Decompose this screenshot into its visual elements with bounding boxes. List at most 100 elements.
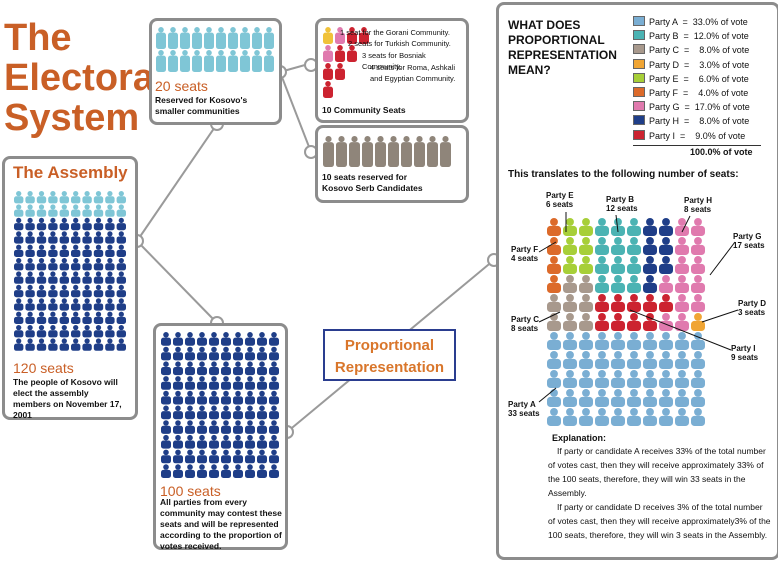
person-figure — [627, 294, 641, 312]
person-figure — [93, 311, 104, 324]
person-figure — [347, 27, 357, 44]
person-figure — [595, 351, 609, 369]
person-figure — [82, 258, 92, 271]
person-figure — [82, 217, 92, 231]
community-line-bosniak: 3 seats for Bosniak Community. — [362, 51, 426, 71]
person-figure — [173, 390, 183, 405]
person-figure — [161, 346, 171, 361]
person-figure — [414, 136, 425, 167]
person-figure — [245, 449, 255, 464]
person-figure — [269, 464, 279, 478]
person-figure — [25, 244, 35, 257]
serb-caption-1: 10 seats reserved for — [322, 172, 408, 182]
person-figure — [269, 390, 279, 405]
person-figure — [185, 405, 195, 420]
person-figure — [209, 346, 219, 361]
person-figure — [659, 370, 673, 388]
legend-swatch — [633, 101, 645, 112]
person-figure — [611, 389, 625, 407]
person-figure — [221, 376, 231, 390]
person-figure — [269, 332, 279, 346]
seat-allocation-chart — [547, 218, 705, 426]
legend-text: Party D = 3.0% of vote — [649, 59, 750, 70]
community-caption: 10 Community Seats — [322, 105, 406, 115]
person-figure — [71, 284, 81, 298]
person-figure — [14, 338, 24, 351]
person-figure — [264, 50, 274, 72]
person-figure — [245, 420, 255, 434]
person-figure — [323, 63, 333, 80]
person-figure — [233, 332, 243, 346]
person-figure — [335, 45, 345, 62]
person-figure — [269, 361, 279, 376]
person-figure — [59, 204, 69, 217]
person-figure — [209, 332, 219, 346]
person-figure — [579, 370, 593, 388]
person-figure — [547, 294, 561, 312]
person-figure — [595, 275, 609, 293]
person-figure — [71, 298, 81, 311]
person-figure — [233, 420, 243, 434]
person-figure — [116, 284, 126, 298]
person-figure — [25, 231, 35, 244]
person-figure — [675, 237, 689, 255]
person-figure — [233, 390, 243, 405]
person-figure — [221, 464, 231, 478]
legend-text: Party F = 4.0% of vote — [649, 88, 749, 98]
person-figure — [547, 370, 561, 388]
person-figure — [14, 217, 24, 231]
person-figure — [71, 325, 81, 338]
person-figure — [197, 361, 207, 376]
person-figure — [105, 191, 115, 204]
person-figure — [36, 338, 47, 351]
person-figure — [14, 298, 24, 311]
person-figure — [257, 464, 267, 478]
assembly-people-grid — [14, 191, 126, 351]
reserved-seats-count: 20 seats — [155, 78, 208, 94]
person-figure — [209, 464, 219, 478]
person-figure — [627, 256, 641, 274]
person-figure — [221, 390, 231, 405]
person-figure — [105, 298, 115, 311]
person-figure — [197, 390, 207, 405]
person-figure — [440, 136, 451, 167]
person-figure — [71, 231, 81, 244]
legend-text: Party E = 6.0% of vote — [649, 73, 749, 84]
person-figure — [36, 244, 47, 257]
person-figure — [25, 204, 35, 217]
person-figure — [233, 449, 243, 464]
person-figure — [14, 231, 24, 244]
community-line-turkish: 2 seats for Turkish Community. — [348, 39, 451, 48]
person-figure — [59, 311, 69, 324]
person-figure — [611, 294, 625, 312]
person-figure — [547, 256, 561, 274]
legend-text: Party I = 9.0% of vote — [649, 130, 746, 141]
person-figure — [173, 405, 183, 420]
person-figure — [82, 298, 92, 311]
person-figure — [185, 361, 195, 376]
person-figure — [36, 284, 47, 298]
person-figure — [257, 346, 267, 361]
person-figure — [105, 244, 115, 257]
person-figure — [563, 275, 577, 293]
legend-swatch — [633, 44, 645, 55]
person-figure — [180, 50, 190, 72]
community-people-stairs — [323, 27, 369, 98]
legend-swatch — [633, 58, 645, 69]
person-figure — [323, 45, 333, 62]
person-figure — [161, 405, 171, 420]
person-figure — [547, 408, 561, 426]
person-figure — [659, 408, 673, 426]
person-figure — [691, 408, 705, 426]
person-figure — [116, 191, 126, 204]
person-figure — [611, 256, 625, 274]
person-figure — [116, 258, 126, 271]
person-figure — [659, 237, 673, 255]
person-figure — [105, 325, 115, 338]
person-figure — [323, 27, 333, 44]
person-figure — [245, 361, 255, 376]
person-figure — [659, 351, 673, 369]
